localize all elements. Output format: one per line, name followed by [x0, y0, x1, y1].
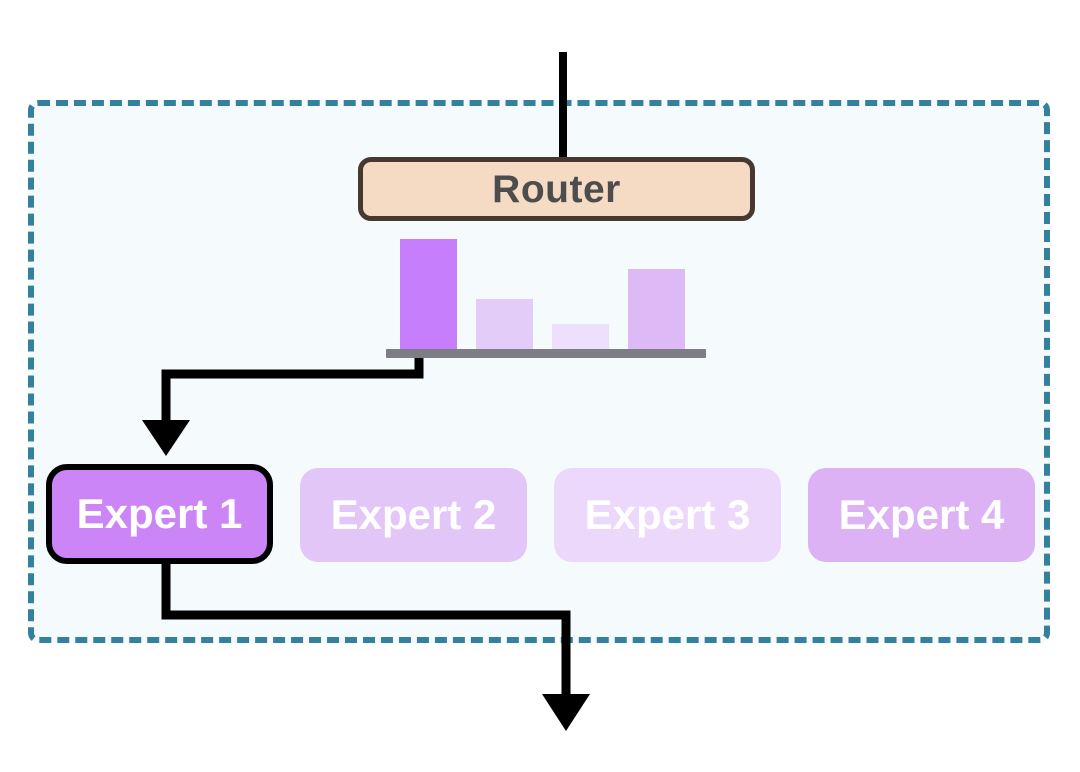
- expert-1-output-arrow: [161, 564, 590, 731]
- gate-chart-baseline: [386, 349, 706, 358]
- expert-box-1[interactable]: Expert 1: [46, 464, 273, 564]
- expert-box-2[interactable]: Expert 2: [300, 468, 527, 562]
- expert-row: Expert 1 Expert 2 Expert 3 Expert 4: [46, 464, 1038, 564]
- router-to-expert-1-arrow: [142, 350, 424, 456]
- expert-box-2-label: Expert 2: [330, 491, 497, 538]
- gate-distribution-chart: [386, 236, 706, 358]
- gate-bar-4: [628, 269, 685, 354]
- router-label: Router: [492, 167, 621, 211]
- router-node[interactable]: Router: [358, 157, 755, 221]
- gate-bar-1: [400, 239, 457, 354]
- expert-box-3[interactable]: Expert 3: [554, 468, 781, 562]
- gate-bar-2: [476, 299, 533, 354]
- expert-box-4[interactable]: Expert 4: [808, 468, 1035, 562]
- expert-box-1-label: Expert 1: [76, 490, 243, 537]
- expert-box-3-label: Expert 3: [584, 491, 751, 538]
- expert-box-4-label: Expert 4: [838, 491, 1005, 538]
